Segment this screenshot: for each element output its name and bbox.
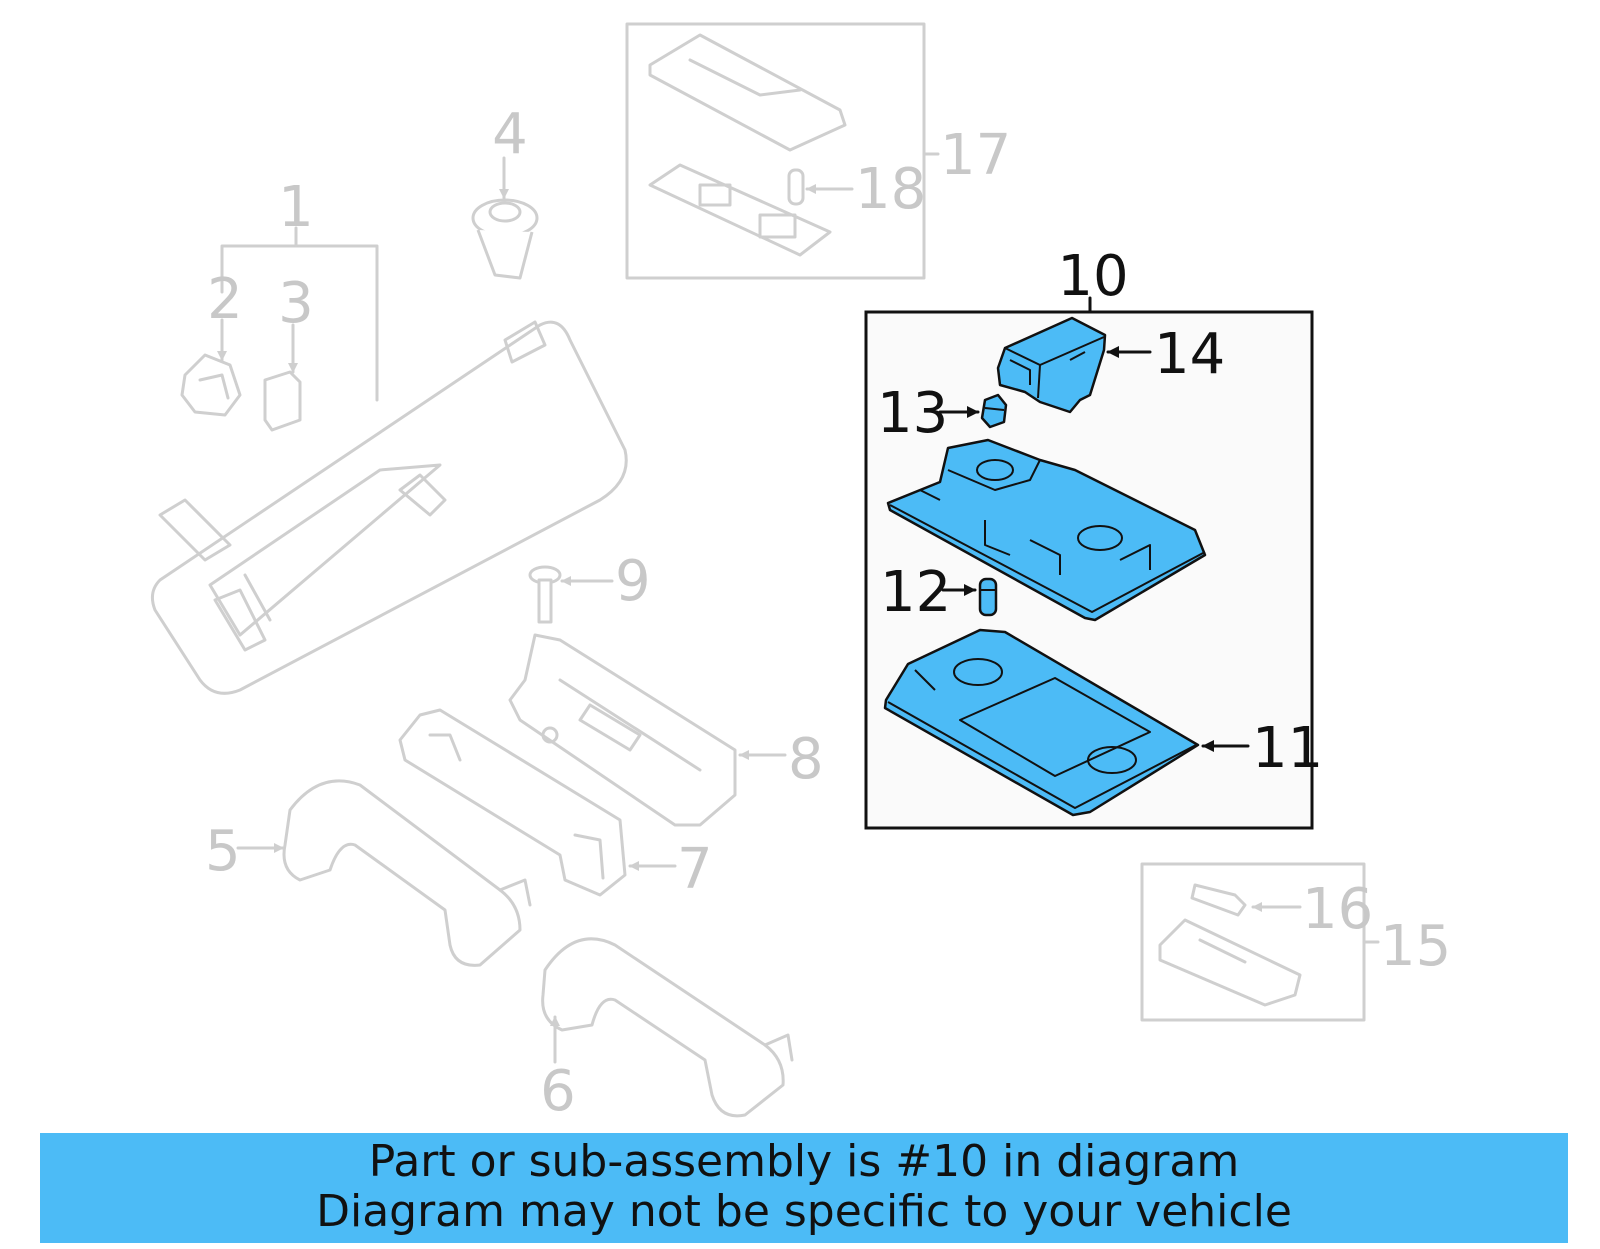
visor-cover (263, 370, 302, 432)
callout-9: 9 (615, 549, 651, 614)
callout-7: 7 (677, 837, 713, 902)
callout-3: 3 (278, 271, 314, 336)
callout-15: 15 (1380, 914, 1451, 979)
grab-handle-5 (282, 779, 532, 967)
clip-13 (980, 393, 1008, 429)
light-housing-17 (648, 33, 847, 257)
callout-4: 4 (492, 102, 528, 167)
holder-part-4 (471, 198, 539, 280)
switch-module-14 (996, 316, 1107, 414)
visor-clip (180, 353, 242, 417)
lamp-15 (1158, 918, 1302, 1007)
callout-11: 11 (1252, 716, 1323, 781)
cover-11-body (883, 628, 1200, 817)
callout-5: 5 (205, 819, 241, 884)
console-housing (886, 438, 1207, 622)
bracket-8 (508, 633, 737, 827)
cover-11 (883, 628, 1200, 817)
box-17 (625, 22, 926, 280)
sun-visor (150, 320, 628, 695)
callout-8: 8 (788, 727, 824, 792)
bulb-18 (787, 168, 805, 206)
bulb-12 (978, 577, 998, 617)
info-banner: Part or sub-assembly is #10 in diagram D… (40, 1133, 1568, 1243)
callout-14: 14 (1154, 322, 1225, 387)
callout-1: 1 (278, 175, 314, 240)
callout-16: 16 (1302, 877, 1373, 942)
callout-12: 12 (880, 560, 951, 625)
bulb-12-body (978, 577, 998, 617)
callout-6: 6 (540, 1059, 576, 1124)
banner-line-1: Part or sub-assembly is #10 in diagram (368, 1136, 1240, 1187)
screw-9 (528, 565, 562, 624)
banner-line-2: Diagram may not be specific to your vehi… (316, 1186, 1292, 1237)
clip-13-body (980, 393, 1008, 429)
bulb-16 (1190, 883, 1247, 917)
callout-10: 10 (1057, 244, 1128, 309)
callout-13: 13 (877, 381, 948, 446)
switch-module-14-body (996, 316, 1107, 414)
bracket-7 (398, 708, 627, 897)
callout-17: 17 (940, 123, 1011, 188)
callout-2: 2 (207, 267, 243, 332)
leader-1 (220, 244, 379, 402)
callout-18: 18 (855, 157, 926, 222)
console-housing-body (886, 438, 1207, 622)
grab-handle-6 (541, 937, 794, 1118)
